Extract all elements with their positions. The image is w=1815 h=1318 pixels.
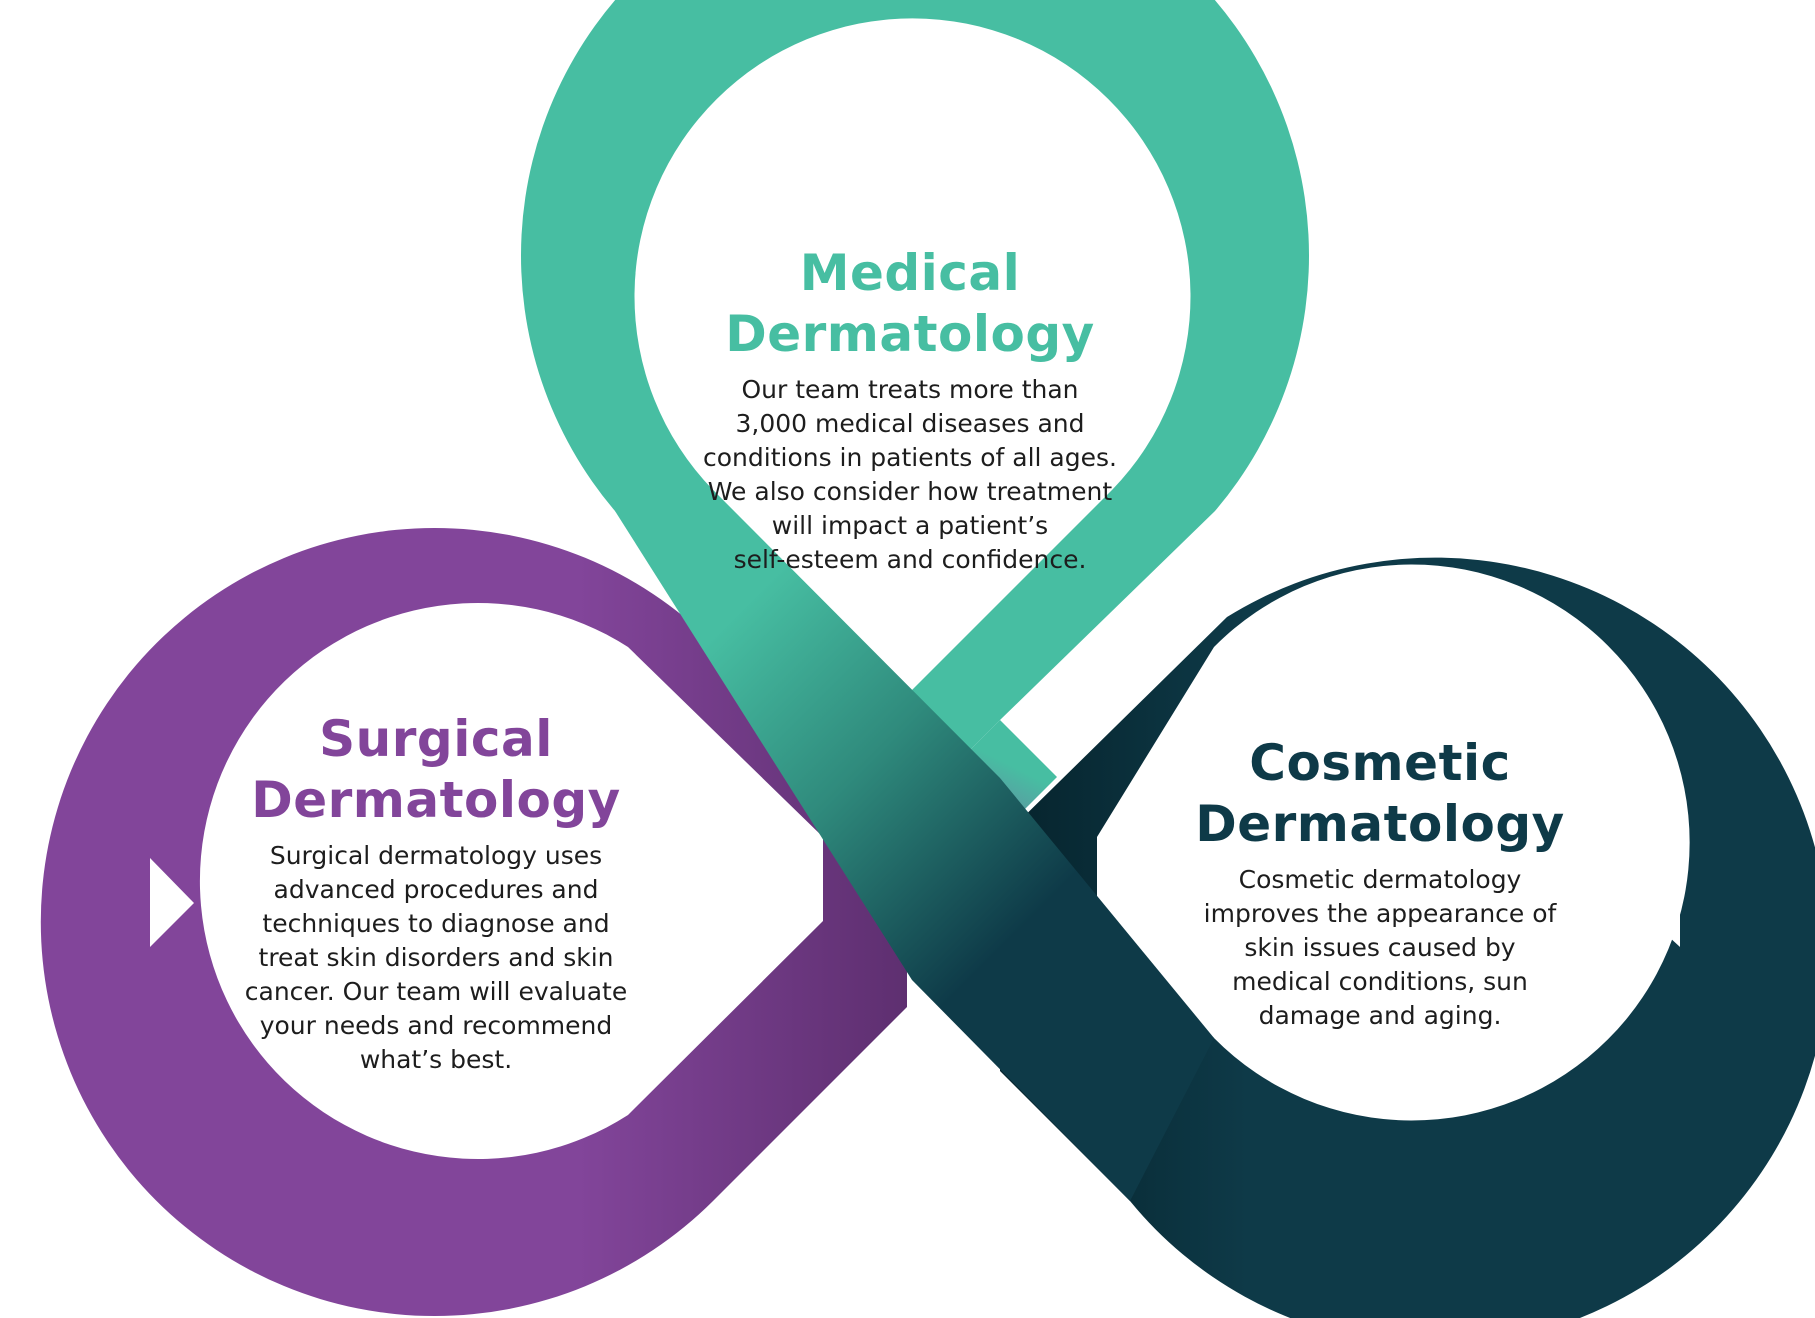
cosmetic-notch (1632, 858, 1680, 947)
surgical-desc-line: Surgical dermatology uses (269, 841, 603, 870)
medical-desc-line: will impact a patient’s (771, 511, 1049, 540)
medical-desc-line: 3,000 medical diseases and (735, 409, 1085, 438)
medical-desc-line: We also consider how treatment (707, 477, 1113, 506)
surgical-title-line2: Dermatology (251, 771, 621, 829)
medical-desc-line: self-esteem and confidence. (733, 545, 1087, 574)
crossing-band (615, 490, 1214, 1201)
surgical-title-line1: Surgical (319, 710, 553, 768)
medical-desc-line: conditions in patients of all ages. (703, 443, 1117, 472)
medical-dermatology-block: Medical Dermatology Our team treats more… (660, 243, 1160, 577)
medical-title-line1: Medical (799, 244, 1021, 302)
medical-title-line2: Dermatology (725, 305, 1095, 363)
medical-description: Our team treats more than 3,000 medical … (660, 373, 1160, 577)
medical-title: Medical Dermatology (660, 243, 1160, 365)
surgical-loop (40, 528, 908, 1316)
cosmetic-desc-line: medical conditions, sun (1232, 967, 1528, 996)
cosmetic-desc-line: damage and aging. (1258, 1001, 1502, 1030)
surgical-loop-band (40, 528, 908, 1316)
surgical-desc-line: cancer. Our team will evaluate (244, 977, 628, 1006)
cosmetic-title-line1: Cosmetic (1249, 734, 1511, 792)
surgical-dermatology-block: Surgical Dermatology Surgical dermatolog… (186, 709, 686, 1077)
surgical-desc-line: advanced procedures and (273, 875, 599, 904)
surgical-desc-line: techniques to diagnose and (262, 909, 610, 938)
cosmetic-loop-band (1000, 557, 1815, 1318)
medical-notch (862, 138, 962, 187)
surgical-desc-line: your needs and recommend (259, 1011, 613, 1040)
cosmetic-title: Cosmetic Dermatology (1130, 733, 1630, 855)
surgical-desc-line: what’s best. (359, 1045, 513, 1074)
cosmetic-description: Cosmetic dermatology improves the appear… (1130, 863, 1630, 1033)
surgical-desc-line: treat skin disorders and skin (258, 943, 614, 972)
surgical-title: Surgical Dermatology (186, 709, 686, 831)
cosmetic-desc-line: Cosmetic dermatology (1238, 865, 1522, 894)
cosmetic-loop (1000, 557, 1815, 1318)
surgical-notch (150, 858, 194, 947)
cosmetic-desc-line: improves the appearance of (1203, 899, 1557, 928)
cosmetic-title-line2: Dermatology (1195, 795, 1565, 853)
surgical-description: Surgical dermatology uses advanced proce… (186, 839, 686, 1077)
cosmetic-dermatology-block: Cosmetic Dermatology Cosmetic dermatolog… (1130, 733, 1630, 1033)
medical-desc-line: Our team treats more than (741, 375, 1079, 404)
cosmetic-desc-line: skin issues caused by (1244, 933, 1516, 962)
